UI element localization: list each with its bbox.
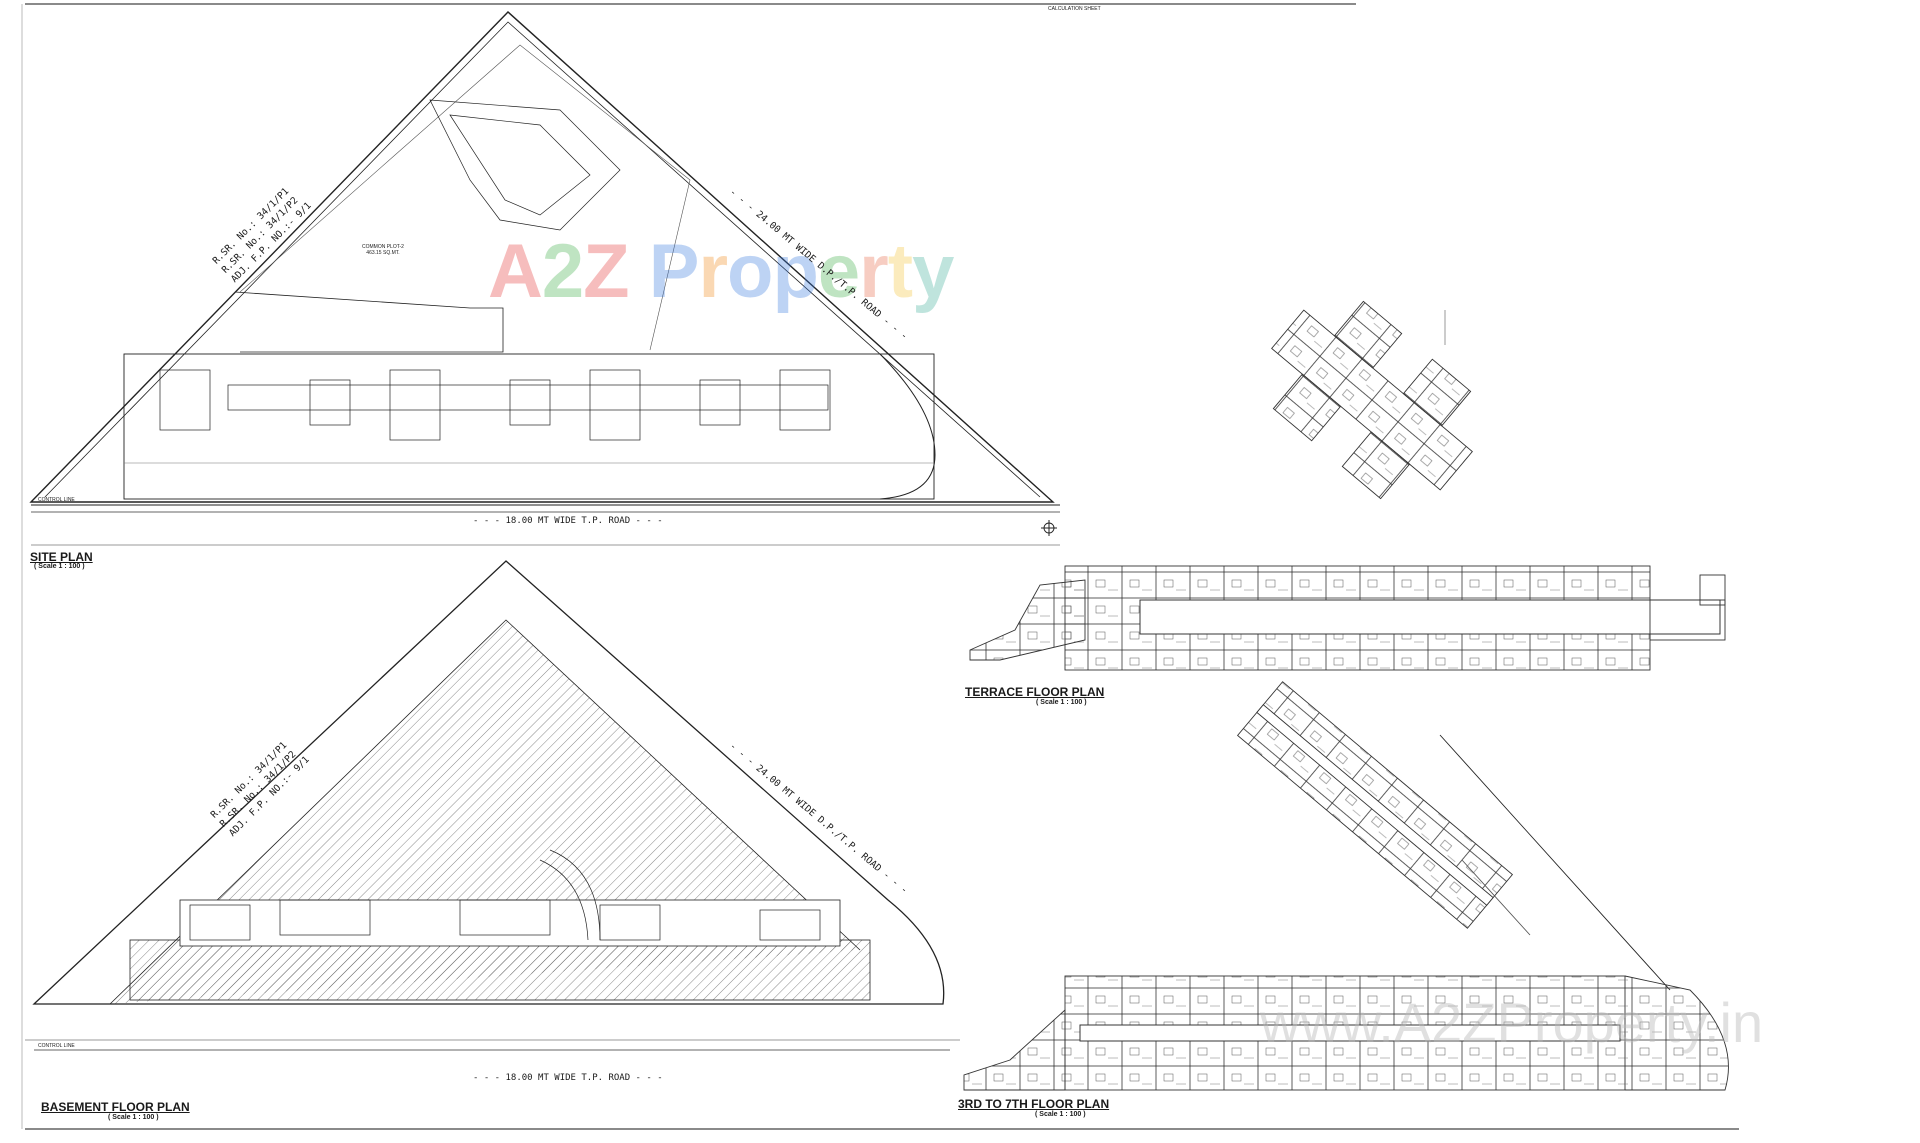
typical-plan-scale: ( Scale 1 : 100 ) (1035, 1111, 1086, 1118)
terrace-plan-drawing (969, 565, 1726, 671)
site-plan-drawing (29, 11, 1060, 546)
site-plan-scale: ( Scale 1 : 100 ) (34, 563, 85, 570)
sheet-frame (21, 3, 1739, 1130)
basement-plan-title: BASEMENT FLOOR PLAN (41, 1100, 190, 1114)
header-label: CALCULATION SHEET (1048, 6, 1101, 12)
watermark-logo: A2Z Property (488, 229, 954, 314)
site-bottom-road-label: - - - 18.00 MT WIDE T.P. ROAD - - - (473, 516, 663, 526)
basement-control-line-label: CONTROL LINE (38, 1043, 75, 1049)
site-plan-title: SITE PLAN (30, 550, 93, 564)
common-plot-area: 463.15 SQ.MT. (366, 250, 400, 256)
typical-plan-title: 3RD TO 7TH FLOOR PLAN (958, 1097, 1110, 1111)
common-plot-name: COMMON PLOT-2 (362, 244, 404, 250)
watermark-url: www.A2ZProperty.in (1260, 991, 1764, 1054)
common-plot-label: COMMON PLOT-2 463.15 SQ.MT. (362, 244, 404, 256)
basement-bottom-road-label: - - - 18.00 MT WIDE T.P. ROAD - - - (473, 1073, 663, 1083)
basement-plan-drawing (25, 560, 960, 1051)
small-block-plan-drawing (1271, 300, 1473, 500)
terrace-plan-scale: ( Scale 1 : 100 ) (1036, 699, 1087, 706)
typical-floor-plan-drawing (963, 681, 1729, 1091)
basement-plan-scale: ( Scale 1 : 100 ) (108, 1114, 159, 1121)
site-control-line-label: CONTROL LINE (38, 497, 75, 503)
terrace-plan-title: TERRACE FLOOR PLAN (965, 685, 1105, 699)
